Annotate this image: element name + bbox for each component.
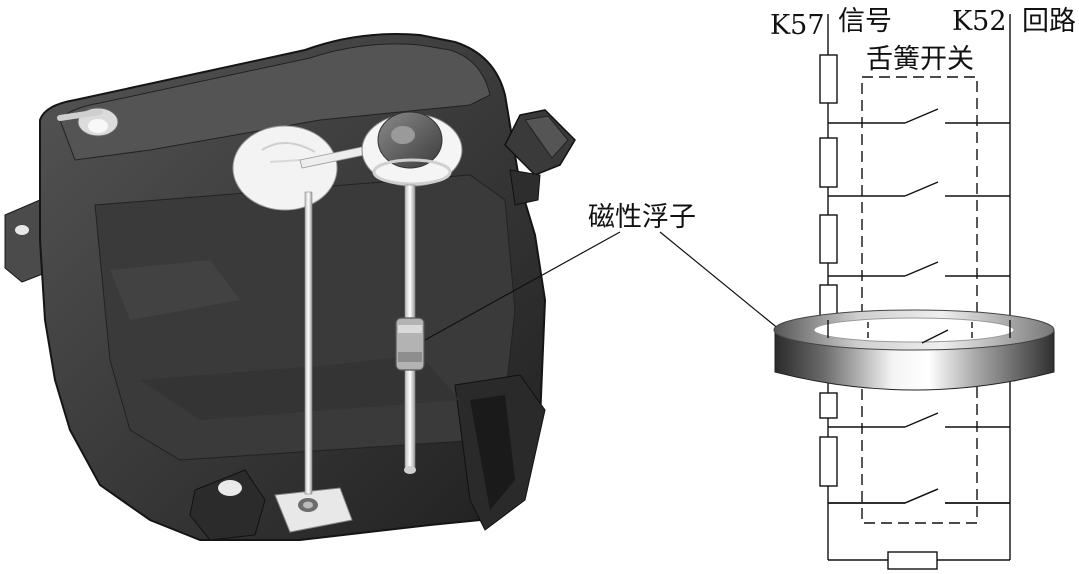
resistor-5 [819,392,838,419]
reed-switch-6 [828,488,1010,504]
bottom-resistor [887,551,938,570]
magnetic-float-ring [773,309,1055,391]
resistor-chain [819,54,838,487]
reservoir-tank [4,33,576,541]
magnetic-float-label: 磁性浮子 [588,202,696,233]
float-leader-lines [424,231,781,341]
signal-label: 信号 [838,6,892,37]
reed-circuit [827,14,1011,561]
return-path-label: 回路 [1022,6,1076,37]
reed-switch-5 [828,412,1010,428]
resistor-1 [819,54,838,104]
reed-switch-2 [828,181,1010,197]
reed-switch-array [828,108,1010,504]
k52-label: K52 [952,6,1007,37]
resistor-6 [819,436,838,487]
reed-switch-bottom [828,488,1010,504]
reed-switch-box [861,76,978,524]
resistor-3 [819,214,838,264]
reed-switch-label: 舌簧开关 [866,44,974,75]
k57-label: K57 [770,10,825,41]
reed-switch-1 [828,108,1010,124]
reed-switch-3 [828,261,1010,277]
resistor-2 [819,137,838,188]
